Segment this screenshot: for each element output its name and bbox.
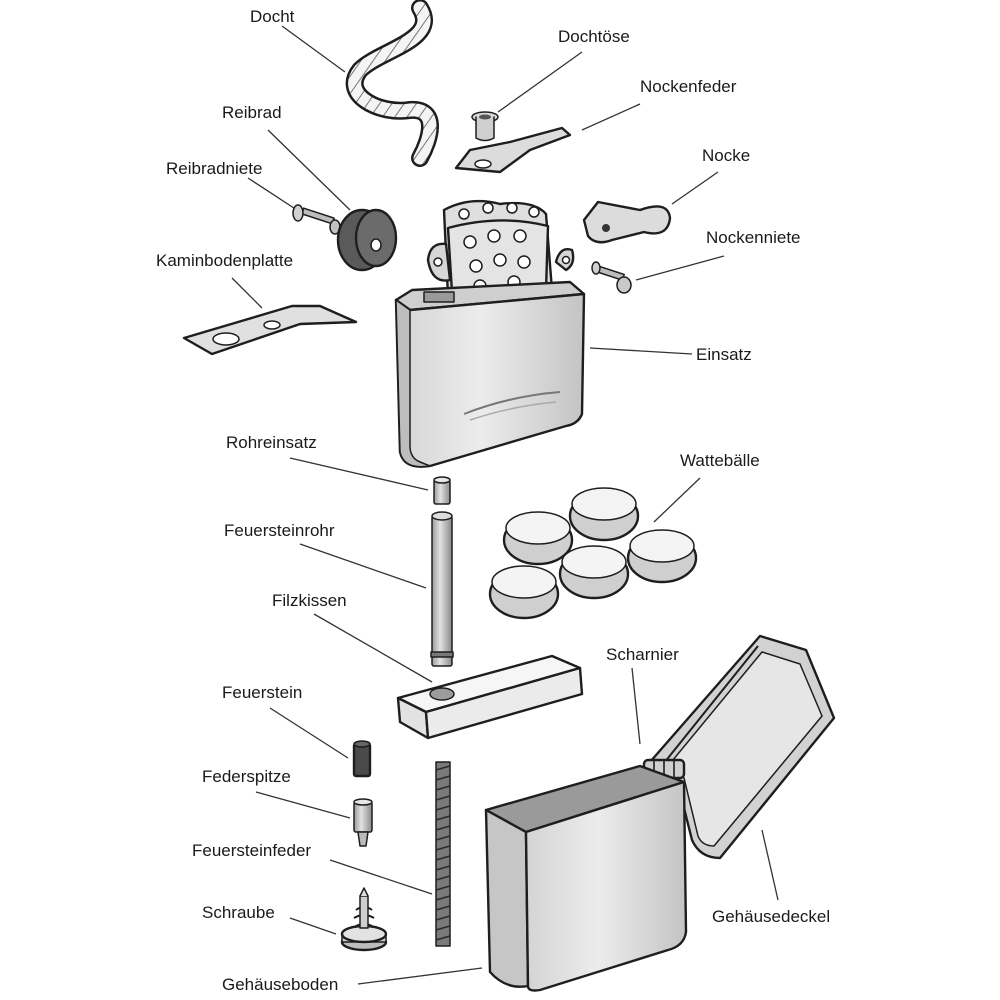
leader-reibrad — [267, 129, 351, 211]
case-part — [484, 634, 836, 992]
wheel-rivet-part — [292, 204, 341, 235]
leader-filzkissen — [313, 613, 433, 683]
tube-insert-part — [433, 476, 451, 505]
leader-feuersteinfeder — [329, 859, 433, 895]
cam-spring-part — [454, 126, 572, 174]
label-dochtoese: Dochtöse — [558, 27, 630, 46]
label-nocke: Nocke — [702, 146, 750, 165]
label-feuersteinrohr: Feuersteinrohr — [224, 521, 335, 540]
leader-lines — [231, 25, 779, 985]
cam-part — [582, 200, 672, 244]
spring-tip-part — [353, 798, 373, 847]
label-reibrad: Reibrad — [222, 103, 282, 122]
label-reibradniete: Reibradniete — [166, 159, 262, 178]
leader-nockenfeder — [581, 103, 641, 131]
flint-part — [352, 740, 372, 778]
leader-dochtoese — [497, 51, 583, 113]
cotton-ball — [568, 487, 640, 542]
leader-kaminbodenplatte — [231, 277, 263, 309]
felt-pad-part — [396, 654, 584, 740]
labels: Docht Dochtöse Nockenfeder Reibrad Nocke… — [156, 7, 830, 994]
leader-nockenniete — [635, 255, 725, 281]
leader-docht — [281, 25, 346, 73]
label-einsatz: Einsatz — [696, 345, 752, 364]
label-docht: Docht — [250, 7, 295, 26]
cotton-ball — [558, 545, 630, 600]
label-watteballe: Wattebälle — [680, 451, 760, 470]
label-schraube: Schraube — [202, 903, 275, 922]
leader-schraube — [289, 917, 337, 935]
leader-watteballe — [653, 477, 701, 523]
leader-reibradniete — [247, 177, 301, 213]
label-gehaeusedeckel: Gehäusedeckel — [712, 907, 830, 926]
flint-wheel-part — [336, 208, 398, 272]
cam-rivet-part — [591, 261, 632, 294]
label-filzkissen: Filzkissen — [272, 591, 347, 610]
flint-spring-part — [435, 761, 451, 947]
label-nockenniete: Nockenniete — [706, 228, 801, 247]
label-rohreinsatz: Rohreinsatz — [226, 433, 317, 452]
case-bottom-front — [524, 780, 688, 992]
insert-part — [394, 199, 586, 468]
leader-feuerstein — [269, 707, 349, 759]
cotton-ball — [626, 529, 698, 584]
label-kaminbodenplatte: Kaminbodenplatte — [156, 251, 293, 270]
leader-federspitze — [255, 791, 351, 819]
leader-rohreinsatz — [289, 457, 429, 491]
screw-part — [340, 887, 388, 952]
cotton-ball — [502, 511, 574, 566]
label-scharnier: Scharnier — [606, 645, 679, 664]
label-gehaeuseboden: Gehäuseboden — [222, 975, 338, 994]
chimney-base-plate-part — [182, 304, 358, 356]
cotton-balls-part — [488, 487, 698, 620]
leader-scharnier — [631, 667, 641, 745]
leader-gehaeusedeckel — [761, 829, 779, 901]
flint-tube-part — [430, 511, 454, 667]
label-nockenfeder: Nockenfeder — [640, 77, 737, 96]
label-feuerstein: Feuerstein — [222, 683, 302, 702]
wick-part — [345, 0, 439, 167]
leader-gehaeuseboden — [357, 967, 483, 985]
cotton-ball — [488, 565, 560, 620]
leader-feuersteinrohr — [299, 543, 427, 589]
label-feuersteinfeder: Feuersteinfeder — [192, 841, 311, 860]
leader-nocke — [671, 171, 719, 205]
leader-einsatz — [589, 347, 693, 355]
label-federspitze: Federspitze — [202, 767, 291, 786]
wick-eyelet-part — [471, 111, 499, 142]
